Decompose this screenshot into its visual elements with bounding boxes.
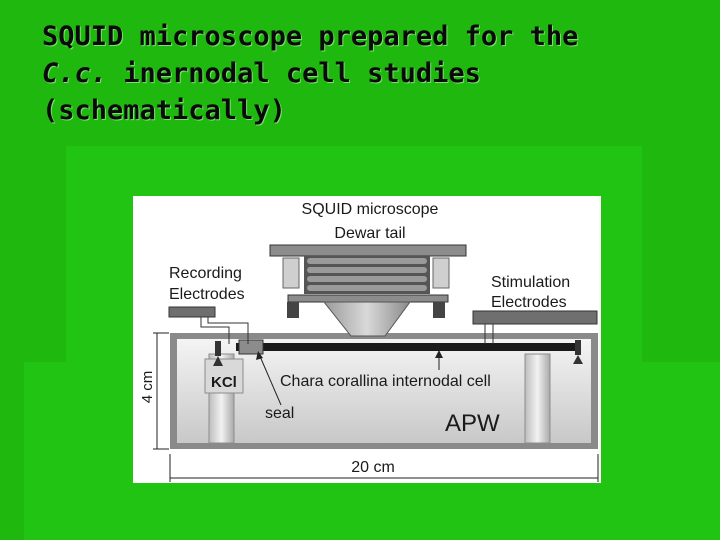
- kcl-label: KCl: [211, 374, 237, 391]
- seal-label: seal: [265, 405, 294, 422]
- height-label: 4 cm: [139, 371, 156, 404]
- title-line-2-rest: inernodal cell studies: [107, 58, 481, 89]
- cell-end-left: [213, 341, 223, 366]
- right-support-post: [524, 353, 551, 444]
- cell-end-right: [573, 340, 583, 364]
- slide-title: SQUID microscope prepared for the C.c. i…: [42, 18, 702, 129]
- squid-microscope-label: SQUID microscope: [302, 201, 439, 218]
- width-label: 20 cm: [351, 459, 395, 476]
- recording-label-line-1: Recording: [169, 265, 242, 282]
- dewar-tail-label: Dewar tail: [334, 225, 405, 242]
- seal-pointer: [258, 353, 282, 406]
- title-line-1: SQUID microscope prepared for the: [42, 21, 579, 52]
- recording-electrodes: [168, 306, 249, 344]
- stimulation-electrodes: [472, 310, 598, 344]
- squid-dewar-assembly: [269, 244, 467, 337]
- width-dimension: [169, 454, 599, 482]
- cell-label: Chara corallina internodal cell: [280, 373, 491, 390]
- stimulation-label-line-1: Stimulation: [491, 274, 570, 291]
- title-species-abbrev: C.c.: [42, 58, 108, 89]
- title-line-2: C.c. inernodal cell studies: [42, 55, 702, 92]
- squid-setup-figure: SQUID microscope Dewar tail Recording El…: [133, 196, 601, 483]
- height-dimension: [153, 332, 169, 450]
- recording-label-line-2: Electrodes: [169, 286, 245, 303]
- internodal-cell: [236, 343, 581, 351]
- kcl-compartment: [204, 358, 244, 394]
- seal-pointer-head: [256, 351, 263, 360]
- apw-label: APW: [445, 410, 500, 437]
- title-line-3: (schematically): [42, 95, 286, 126]
- cell-pointer-head: [435, 350, 443, 358]
- cell-clamp-left: [238, 339, 264, 355]
- stimulation-label-line-2: Electrodes: [491, 294, 567, 311]
